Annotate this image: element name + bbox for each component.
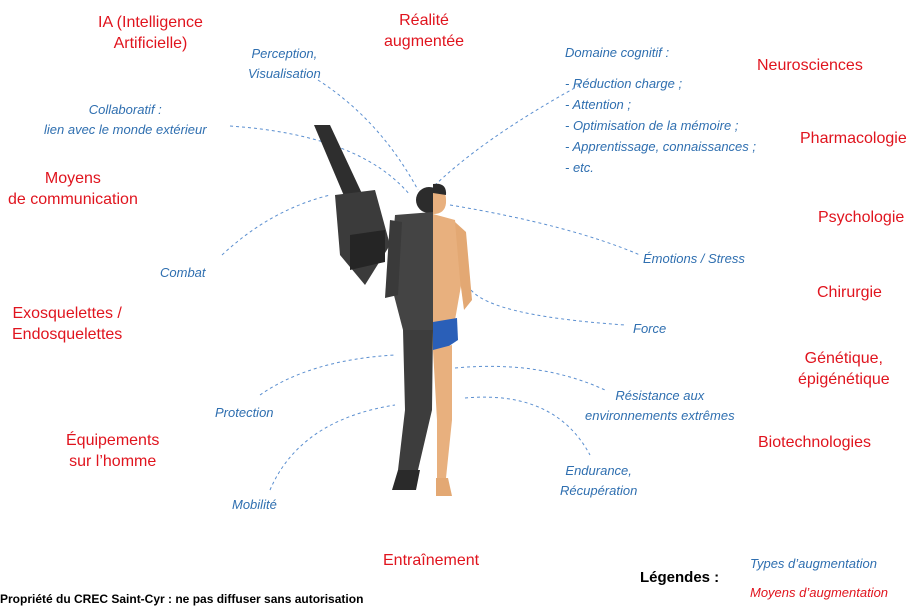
type-perception: Perception, Visualisation [248, 44, 321, 84]
means-equip-line1: Équipements [66, 432, 160, 449]
means-moyens-communication: Moyens de communication [8, 168, 138, 210]
connector-emotions [449, 204, 641, 256]
legend-means: Moyens d’augmentation [750, 585, 889, 600]
means-exo-line1: Exosquelettes / [12, 305, 122, 322]
legend-types: Types d’augmentation [750, 556, 877, 571]
means-genetique: Génétique, épigénétique [798, 348, 890, 390]
type-protection: Protection [215, 405, 274, 420]
connector-force [467, 284, 626, 326]
type-domaine-item: - Optimisation de la mémoire ; [565, 118, 739, 133]
connector-perception [317, 79, 419, 191]
connector-collaboratif [229, 125, 411, 196]
type-domaine-item: - Apprentissage, connaissances ; [565, 139, 757, 154]
human-figure [433, 183, 472, 496]
type-collab-line1: Collaboratif : [88, 102, 162, 117]
means-equip-line2: sur l’homme [69, 453, 157, 470]
means-realite: Réalité augmentée [384, 10, 464, 52]
means-exo-line2: Endosquelettes [12, 326, 123, 343]
means-gen-line2: épigénétique [798, 371, 890, 388]
means-biotechnologies: Biotechnologies [758, 434, 871, 451]
type-resistance-line2: environnements extrêmes [585, 408, 735, 423]
type-resistance-line1: Résistance aux [615, 388, 705, 403]
means-equipements: Équipements sur l’homme [66, 430, 159, 472]
type-domaine-item: - Attention ; [565, 97, 631, 112]
copyright-footer: Propriété du CREC Saint-Cyr : ne pas dif… [0, 592, 364, 606]
means-pharmacologie: Pharmacologie [800, 130, 907, 147]
type-endurance-line1: Endurance, [565, 463, 632, 478]
means-ia: IA (Intelligence Artificielle) [98, 12, 203, 54]
type-domaine-heading: Domaine cognitif : [565, 45, 670, 60]
means-psychologie: Psychologie [818, 209, 905, 226]
type-endurance: Endurance, Récupération [560, 461, 637, 501]
armored-soldier-figure [314, 125, 442, 490]
means-ia-line2: Artificielle) [113, 35, 188, 52]
means-realite-line1: Réalité [399, 12, 449, 29]
connector-mobilite [269, 404, 396, 491]
connector-protection [259, 354, 396, 396]
means-realite-line2: augmentée [384, 33, 465, 50]
type-perception-line2: Visualisation [248, 66, 321, 81]
means-exosquelettes: Exosquelettes / Endosquelettes [12, 303, 122, 345]
type-domaine-cognitif: Domaine cognitif : - Réduction charge ; … [565, 42, 756, 178]
type-domaine-item: - Réduction charge ; [565, 76, 683, 91]
means-neurosciences: Neurosciences [757, 57, 863, 74]
type-force: Force [633, 321, 667, 336]
type-endurance-line2: Récupération [560, 483, 638, 498]
type-resistance: Résistance aux environnements extrêmes [585, 386, 735, 426]
type-combat: Combat [160, 265, 206, 280]
type-mobilite: Mobilité [232, 497, 277, 512]
connector-domaine [429, 84, 581, 191]
type-domaine-item: - etc. [565, 160, 594, 175]
legend-title: Légendes : [640, 569, 720, 586]
type-perception-line1: Perception, [251, 46, 318, 61]
connector-combat [221, 194, 331, 256]
means-entrainement: Entraînement [383, 552, 480, 569]
means-moyens-line1: Moyens [44, 170, 101, 187]
means-ia-line1: IA (Intelligence [98, 14, 203, 31]
type-collab-line2: lien avec le monde extérieur [44, 122, 207, 137]
connector-resistance [454, 365, 606, 391]
connector-endurance [464, 396, 591, 456]
means-gen-line1: Génétique, [804, 350, 883, 367]
means-moyens-line2: de communication [8, 191, 138, 208]
type-collaboratif: Collaboratif : lien avec le monde extéri… [44, 100, 207, 140]
means-chirurgie: Chirurgie [817, 284, 882, 301]
type-emotions-stress: Émotions / Stress [643, 251, 745, 266]
